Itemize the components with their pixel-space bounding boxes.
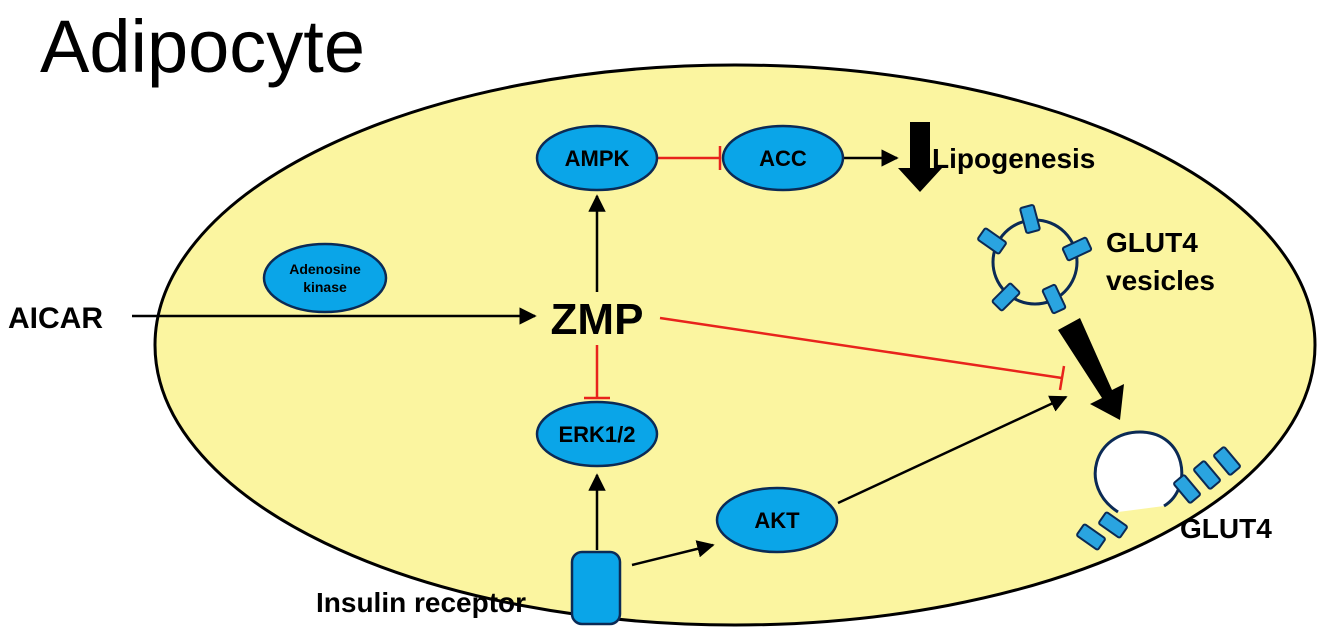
arrow-akt-to-translocation [837, 395, 1068, 505]
label-aicar: AICAR [8, 302, 103, 335]
lipogenesis-down-arrow [898, 122, 942, 192]
cell-membrane [153, 63, 1317, 627]
label-insulin-receptor: Insulin receptor [316, 587, 526, 618]
svg-text:AKT: AKT [754, 508, 800, 533]
label-glut4-vesicles-1: GLUT4 [1106, 227, 1198, 258]
inhibit-zmp-translocation [659, 316, 1063, 380]
svg-text:Adenosine: Adenosine [289, 261, 361, 277]
label-glut4: GLUT4 [1180, 513, 1272, 544]
glut4-vesicle [977, 204, 1093, 315]
label-glut4-vesicles-2: vesicles [1106, 265, 1215, 296]
glut4-translocation-arrow [1058, 318, 1124, 420]
arrow-receptor-to-akt [631, 540, 715, 567]
svg-text:kinase: kinase [303, 279, 347, 295]
label-lipogenesis: Lipogenesis [932, 143, 1095, 174]
svg-text:AMPK: AMPK [565, 146, 630, 171]
glut4-membrane-fusion [1076, 430, 1241, 551]
inhibit-zmp-translocation-bar [1058, 365, 1066, 391]
node-adenosine-kinase: Adenosine kinase [262, 242, 388, 314]
svg-text:ACC: ACC [759, 146, 807, 171]
node-zmp: ZMP [551, 295, 644, 344]
node-ampk: AMPK [535, 124, 659, 192]
node-akt: AKT [715, 486, 839, 554]
node-erk: ERK1/2 [535, 400, 659, 468]
insulin-receptor-shape [570, 550, 622, 626]
diagram-title: Adipocyte [40, 5, 365, 88]
svg-text:ERK1/2: ERK1/2 [558, 422, 635, 447]
node-acc: ACC [721, 124, 845, 192]
